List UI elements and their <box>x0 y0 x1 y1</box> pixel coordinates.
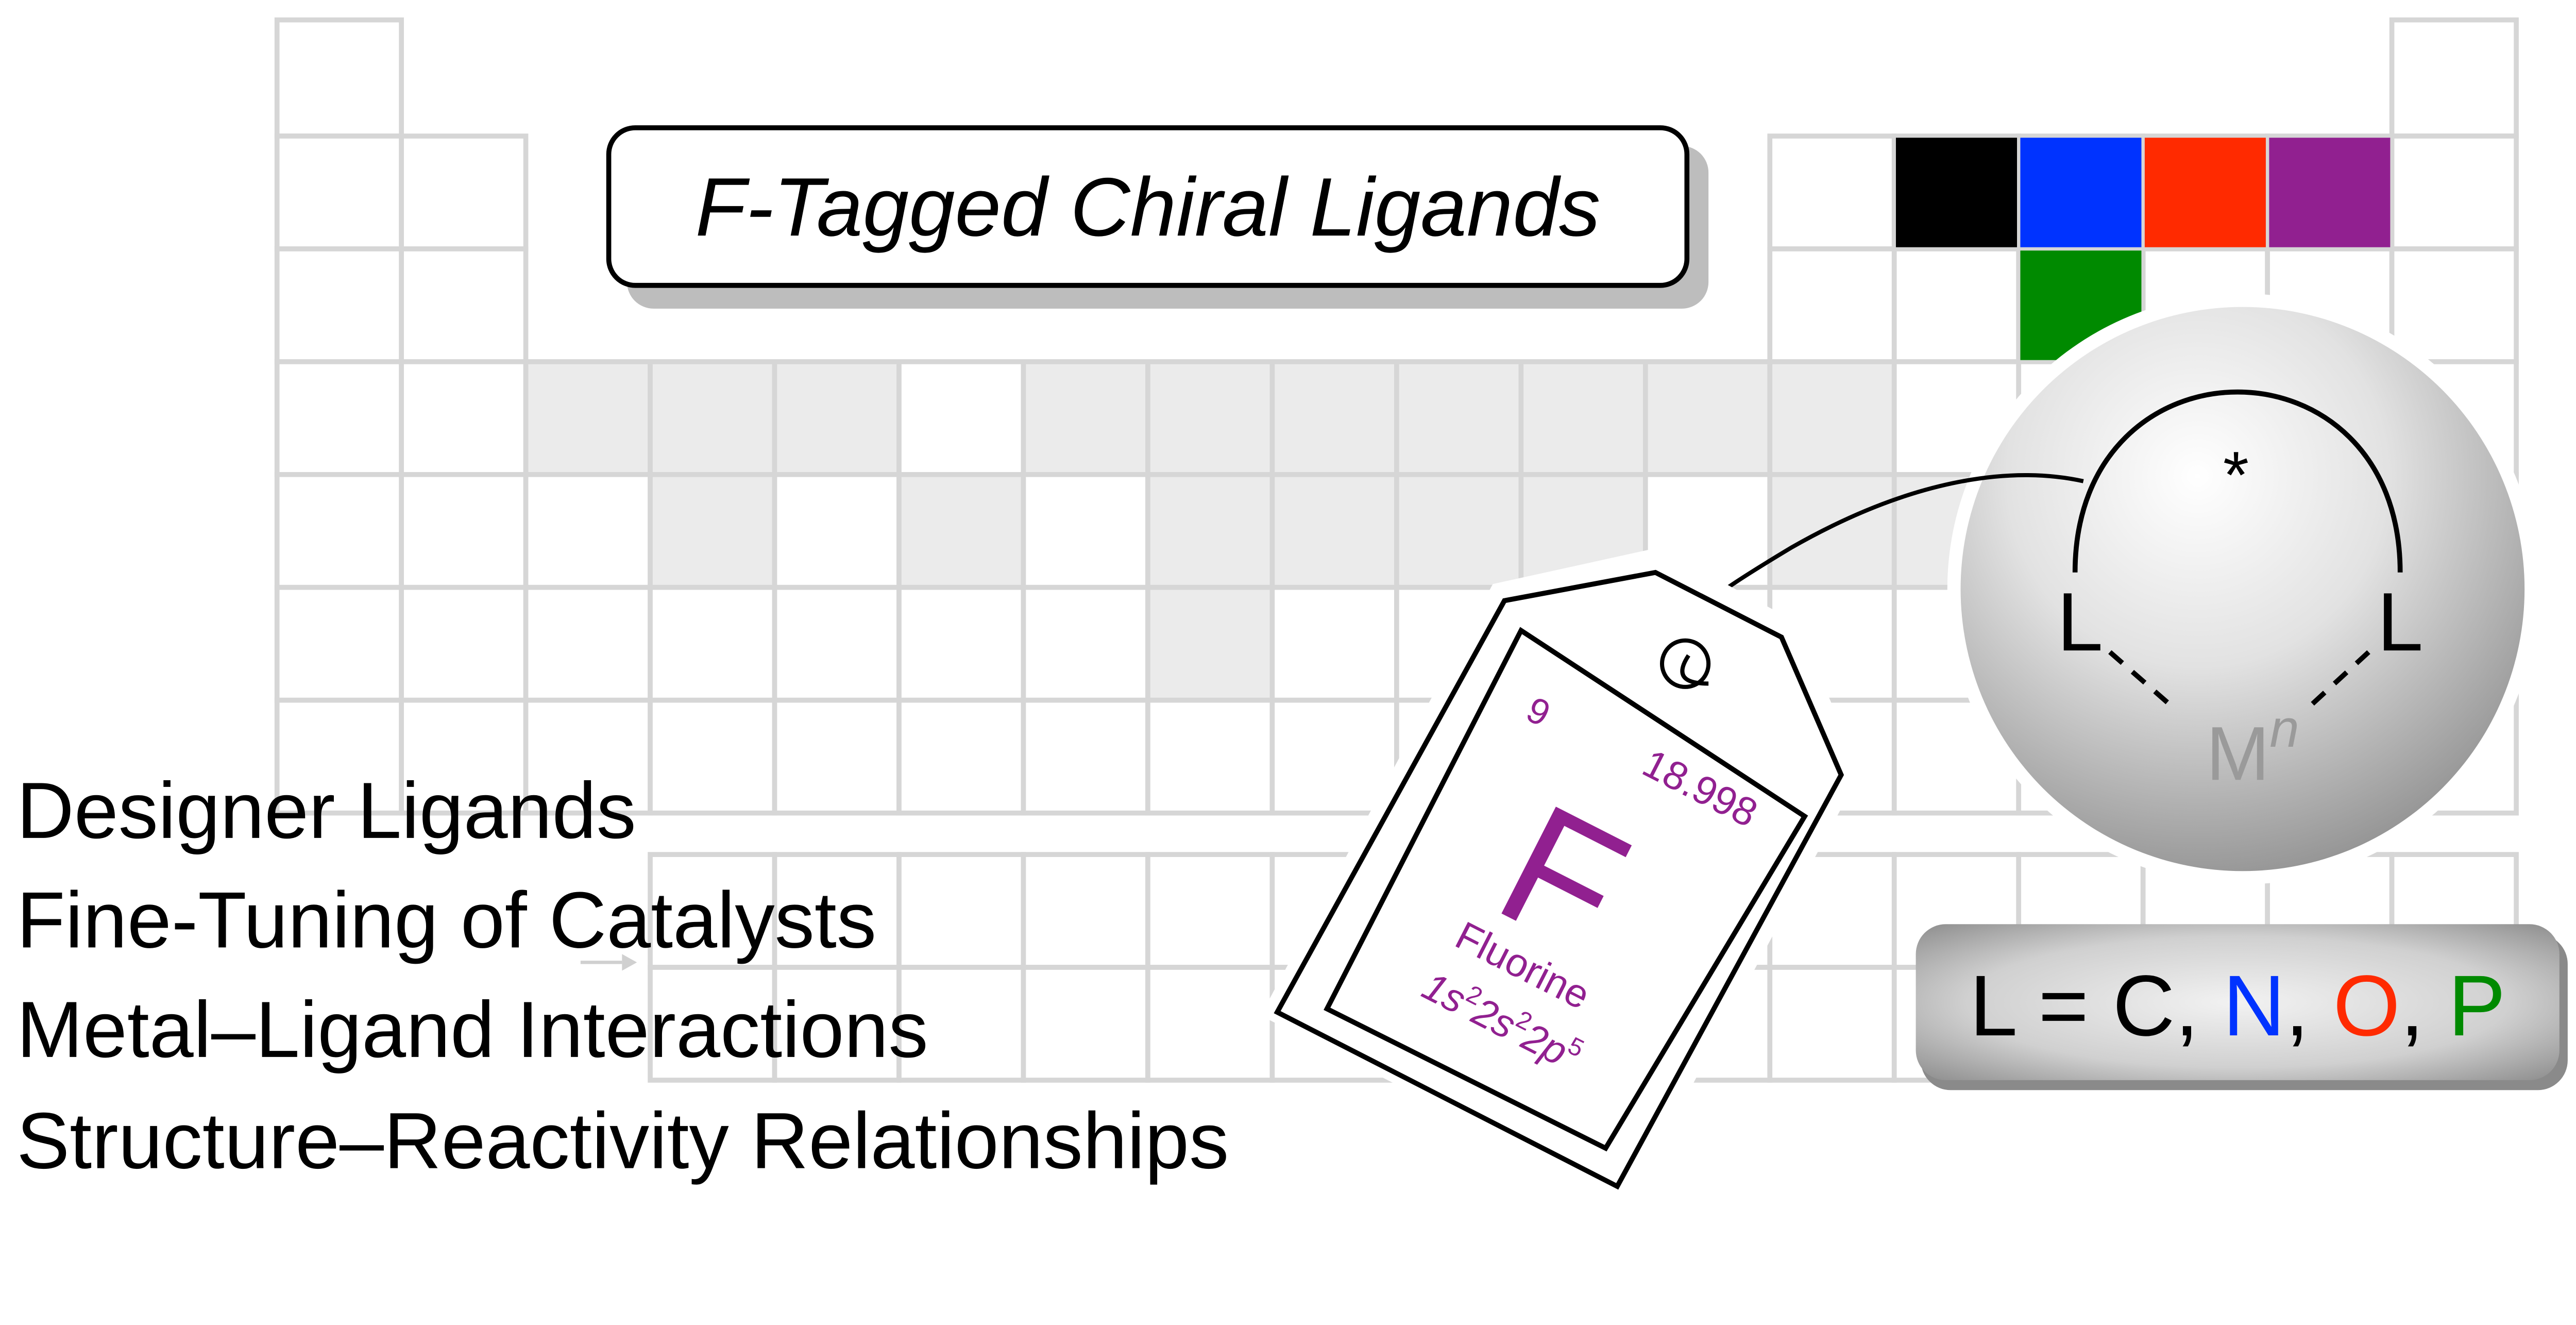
table-cell <box>274 584 404 703</box>
table-cell <box>1269 359 1399 477</box>
cell-red <box>2144 138 2266 247</box>
table-cell <box>274 359 404 477</box>
table-cell <box>896 697 1026 816</box>
table-cell <box>523 359 653 477</box>
table-cell <box>274 17 404 139</box>
table-cell <box>1021 584 1150 703</box>
table-cell <box>1021 472 1150 590</box>
table-cell <box>648 697 777 816</box>
table-cell <box>399 472 529 590</box>
table-cell <box>772 697 902 816</box>
table-cell <box>523 584 653 703</box>
table-cell <box>523 472 653 590</box>
coordination-bond-right <box>2303 650 2370 712</box>
table-cell <box>1145 472 1275 590</box>
table-cell <box>1269 697 1399 816</box>
table-cell <box>274 246 404 364</box>
table-cell <box>1767 472 1897 590</box>
table-cell <box>772 965 902 1083</box>
table-cell <box>523 697 653 816</box>
table-cell <box>896 359 1026 477</box>
table-cell <box>1145 359 1275 477</box>
table-cell <box>1394 359 1524 477</box>
tag-hole <box>1659 638 1711 689</box>
table-cell <box>1021 965 1150 1083</box>
table-cell <box>274 133 404 251</box>
tag-inner <box>1324 627 1808 1152</box>
table-cell <box>2389 17 2519 139</box>
ligand-right: L <box>2377 576 2424 668</box>
table-cell <box>648 472 777 590</box>
table-cell <box>2389 246 2519 364</box>
cell-purple <box>2269 138 2391 247</box>
ligand-legend: L = C, N, O, P <box>1916 924 2568 1091</box>
title: F-Tagged Chiral Ligands <box>696 161 1601 254</box>
toc-graphic: F-Tagged Chiral Ligands * L L Mn 9 18.99… <box>16 17 2568 1203</box>
table-cell <box>1145 965 1275 1083</box>
table-cell <box>896 965 1026 1083</box>
title-box: F-Tagged Chiral Ligands <box>606 125 1709 309</box>
arrow-icon <box>580 954 637 971</box>
table-cell <box>1891 246 2022 364</box>
table-cell <box>1021 852 1150 970</box>
topic-item: Structure–Reactivity Relationships <box>16 1096 1229 1185</box>
table-cell <box>1767 133 1897 251</box>
table-cell <box>399 246 529 364</box>
table-cell <box>2389 133 2519 251</box>
table-cell <box>1021 697 1150 816</box>
table-cell <box>399 584 529 703</box>
chiral-backbone <box>2072 389 2403 573</box>
table-cell <box>896 472 1026 590</box>
metal-complex: * L L Mn <box>1947 293 2538 885</box>
table-cell <box>1642 359 1773 477</box>
table-cell <box>648 359 777 477</box>
table-cell <box>1767 359 1897 477</box>
ligand-left: L <box>2057 576 2104 668</box>
table-cell <box>648 852 777 970</box>
coordination-bond-left <box>2108 650 2178 712</box>
topic-item: Metal–Ligand Interactions <box>16 985 928 1074</box>
metal-center: Mn <box>2206 699 2299 796</box>
table-cell <box>772 359 902 477</box>
table-cell <box>896 584 1026 703</box>
table-cell <box>1145 697 1275 816</box>
table-cell <box>1021 359 1150 477</box>
table-cell <box>1145 852 1275 970</box>
element-tag: 9 18.998 F Fluorine 1s22s22p5 <box>1260 547 1861 1203</box>
table-cell <box>399 697 529 816</box>
table-cell <box>896 852 1026 970</box>
legend-text: L = C, N, O, P <box>1970 958 2505 1054</box>
table-cell <box>772 584 902 703</box>
table-cell <box>648 584 777 703</box>
table-cell <box>1269 472 1399 590</box>
table-cell <box>399 133 529 251</box>
table-cell <box>1269 584 1399 703</box>
table-cell <box>399 359 529 477</box>
sphere <box>1960 307 2525 871</box>
topic-item: Designer Ligands <box>16 766 636 855</box>
cell-black <box>1895 138 2017 247</box>
table-cell <box>1767 246 1897 364</box>
table-cell <box>274 472 404 590</box>
tag-outer <box>1274 569 1844 1190</box>
cell-blue <box>2020 138 2142 247</box>
chiral-mark: * <box>2223 438 2249 512</box>
table-cell <box>1394 472 1524 590</box>
table-cell <box>274 697 404 816</box>
table-cell <box>1767 965 1897 1083</box>
topic-list: Designer Ligands Fine-Tuning of Catalyst… <box>16 766 1229 1185</box>
table-cell <box>1145 584 1275 703</box>
table-cell <box>1518 359 1648 477</box>
table-cell <box>772 472 902 590</box>
topic-item: Fine-Tuning of Catalysts <box>16 875 876 964</box>
